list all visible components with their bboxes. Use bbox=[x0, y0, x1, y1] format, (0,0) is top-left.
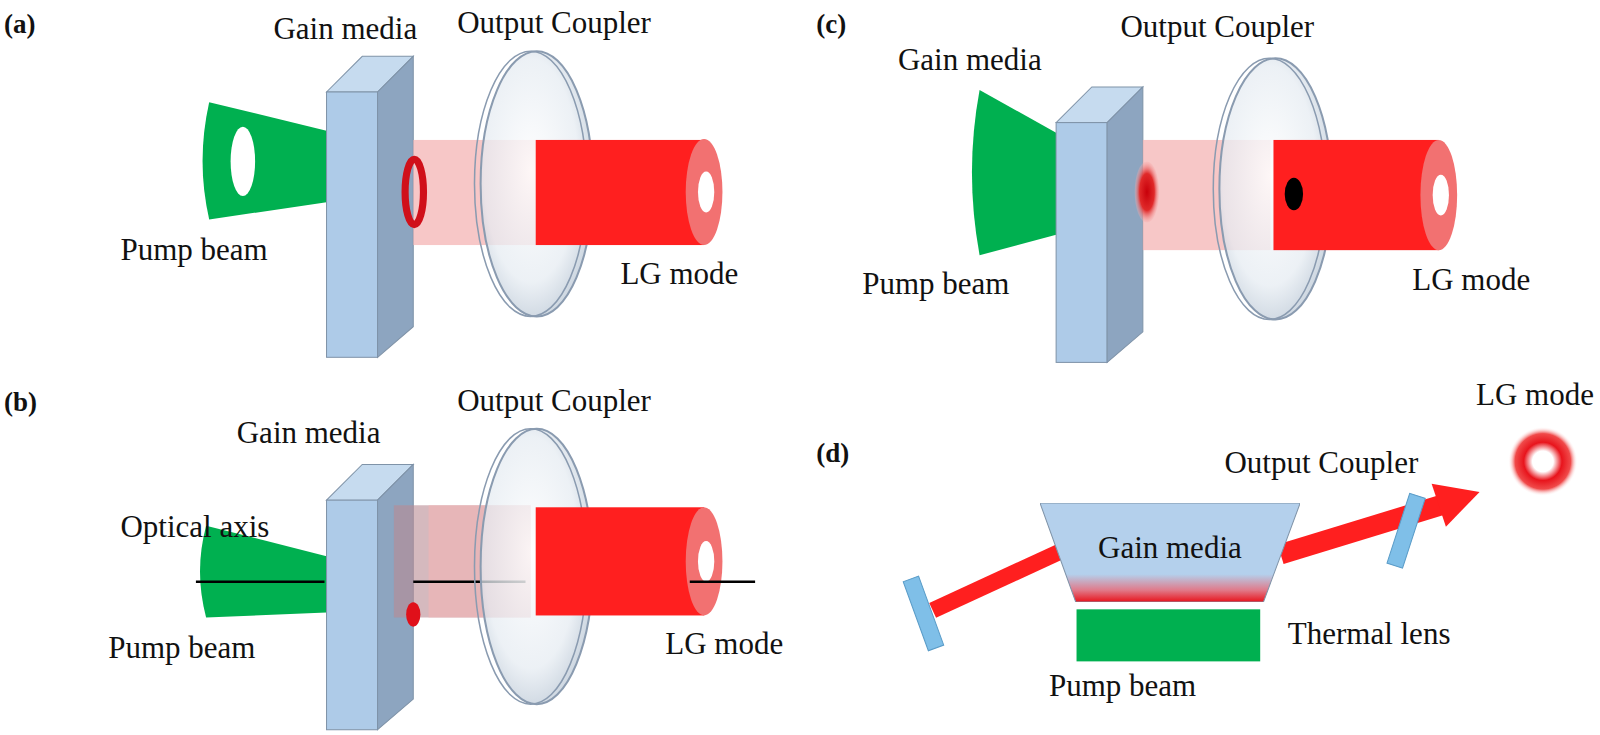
cavity-beam bbox=[933, 551, 1062, 610]
gain-spot bbox=[1135, 161, 1159, 222]
part-label: LG mode bbox=[1412, 263, 1530, 297]
beam-hollow bbox=[698, 541, 714, 582]
panel-letter: (d) bbox=[816, 439, 849, 469]
part-label: Pump beam bbox=[120, 233, 267, 267]
part-label: Gain media bbox=[273, 12, 417, 46]
part-label: Pump beam bbox=[1049, 669, 1196, 703]
part-label: Output Coupler bbox=[457, 6, 651, 40]
output-beam bbox=[1273, 140, 1438, 250]
output-coupler bbox=[1387, 493, 1425, 568]
beam-arrowhead bbox=[1432, 484, 1480, 527]
slab-front bbox=[327, 500, 378, 730]
off-axis-spot bbox=[406, 602, 420, 626]
part-label: Gain media bbox=[237, 416, 381, 450]
beam-end bbox=[686, 507, 723, 615]
part-label: Pump beam bbox=[862, 267, 1009, 301]
pump-beam-shape bbox=[972, 90, 1056, 255]
optical-axis-line bbox=[690, 581, 755, 584]
gain-ring bbox=[405, 159, 423, 224]
panel-letter: (c) bbox=[816, 10, 846, 40]
panel-letter: (a) bbox=[4, 10, 35, 40]
beam-end bbox=[1420, 140, 1457, 250]
pump-bar bbox=[1077, 609, 1261, 661]
pump-beam-shape bbox=[203, 102, 327, 219]
part-label: Thermal lens bbox=[1288, 617, 1451, 651]
panel-c bbox=[972, 58, 1457, 362]
pump-hollow bbox=[231, 127, 255, 196]
part-label: Output Coupler bbox=[457, 384, 651, 418]
part-label: Gain media bbox=[898, 43, 1042, 77]
part-label: LG mode bbox=[665, 627, 783, 661]
lg-mode-profile bbox=[1508, 427, 1577, 496]
part-label: LG mode bbox=[620, 257, 738, 291]
node-text: Gain media bbox=[1098, 531, 1242, 565]
panel-b bbox=[196, 429, 755, 730]
output-beam bbox=[536, 140, 704, 245]
part-label: Pump beam bbox=[108, 631, 255, 665]
panel-d bbox=[903, 427, 1577, 662]
optical-axis-line bbox=[196, 581, 325, 584]
slab-front bbox=[1056, 123, 1107, 363]
panel-letter: (b) bbox=[4, 388, 37, 418]
slab-front bbox=[327, 92, 378, 357]
part-label: Output Coupler bbox=[1120, 10, 1314, 44]
part-label: LG mode bbox=[1476, 378, 1594, 412]
output-beam bbox=[536, 507, 704, 615]
part-label: Optical axis bbox=[120, 510, 269, 544]
slab-side bbox=[1107, 87, 1143, 363]
beam-end bbox=[686, 139, 723, 245]
gain-medium-shape bbox=[1040, 503, 1300, 602]
panel-a bbox=[203, 51, 723, 357]
gain-medium-trapezoid: Gain media bbox=[1040, 503, 1300, 602]
beam-hollow bbox=[698, 172, 714, 213]
beam-hollow bbox=[1433, 175, 1449, 216]
phase-singularity bbox=[1285, 178, 1303, 211]
part-label: Output Coupler bbox=[1224, 446, 1418, 480]
